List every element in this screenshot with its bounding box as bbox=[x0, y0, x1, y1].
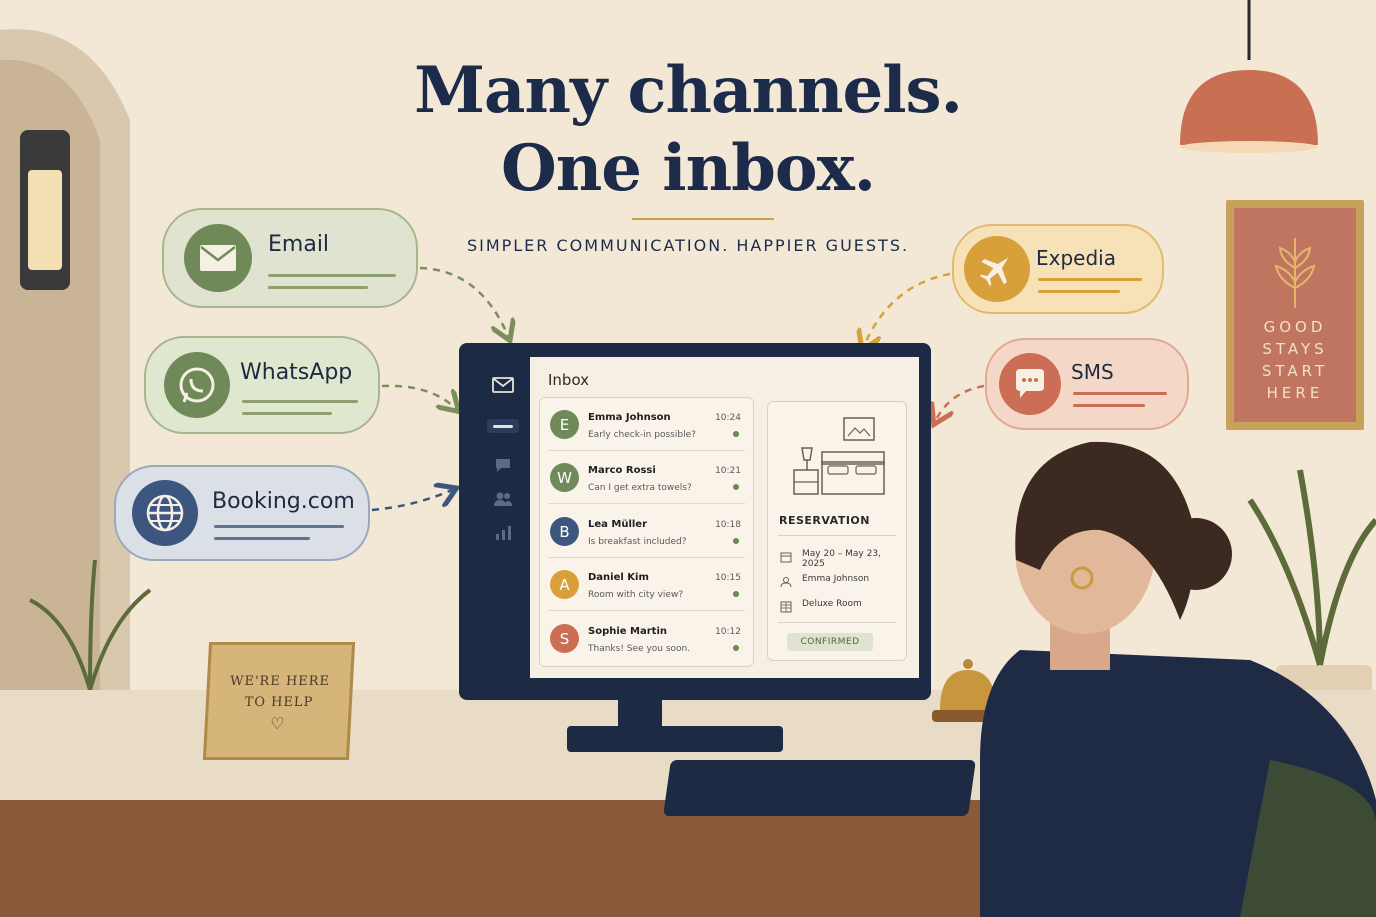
channel-line bbox=[242, 412, 332, 415]
stats-nav-icon[interactable] bbox=[475, 525, 530, 541]
app-sidebar bbox=[475, 357, 530, 678]
message-preview: Can I get extra towels? bbox=[588, 483, 692, 493]
wall-art-line1: GOOD bbox=[1263, 318, 1327, 336]
reservation-dates: May 20 – May 23, 2025 bbox=[802, 549, 881, 569]
room-icon bbox=[780, 598, 792, 613]
headline-divider bbox=[632, 218, 774, 220]
reservation-panel: RESERVATION May 20 – May 23, 2025 Emma J… bbox=[767, 401, 907, 661]
channel-label: Email bbox=[268, 232, 330, 257]
panel-divider bbox=[778, 535, 896, 536]
channel-label: Booking.com bbox=[212, 489, 355, 514]
message-list: E Emma Johnson Early check-in possible? … bbox=[539, 397, 754, 667]
channel-line bbox=[268, 286, 368, 289]
row-divider bbox=[548, 610, 745, 611]
monitor-base bbox=[567, 726, 783, 752]
channel-line bbox=[1073, 392, 1167, 395]
wall-art-frame: GOOD STAYS START HERE bbox=[1226, 200, 1364, 430]
channel-whatsapp: WhatsApp bbox=[144, 336, 380, 434]
message-preview: Thanks! See you soon. bbox=[588, 644, 691, 654]
headline: Many channels. One inbox. bbox=[0, 52, 1376, 208]
desk-sign-line2: TO HELP bbox=[244, 695, 314, 710]
avatar: W bbox=[550, 463, 579, 492]
message-preview: Early check-in possible? bbox=[588, 430, 696, 440]
bedroom-icon bbox=[793, 417, 885, 495]
unread-dot bbox=[733, 484, 739, 490]
message-row[interactable]: B Lea Müller Is breakfast included? 10:1… bbox=[540, 505, 753, 558]
message-preview: Room with city view? bbox=[588, 590, 684, 600]
reservation-room: Deluxe Room bbox=[802, 599, 862, 609]
reservation-heading: RESERVATION bbox=[779, 514, 870, 527]
sender-name: Lea Müller bbox=[588, 519, 648, 530]
channel-email: Email bbox=[162, 208, 418, 308]
avatar: S bbox=[550, 624, 579, 653]
reservation-guest: Emma Johnson bbox=[802, 574, 870, 584]
guests-nav-icon[interactable] bbox=[475, 491, 530, 507]
message-time: 10:12 bbox=[715, 627, 741, 637]
message-time: 10:24 bbox=[715, 413, 741, 423]
message-time: 10:15 bbox=[715, 573, 741, 583]
channel-label: Expedia bbox=[1036, 246, 1116, 270]
person-icon bbox=[780, 573, 792, 588]
heart-icon: ♡ bbox=[269, 714, 286, 733]
unread-dot bbox=[733, 645, 739, 651]
row-divider bbox=[548, 450, 745, 451]
chat-nav-icon[interactable] bbox=[475, 457, 530, 473]
calendar-icon bbox=[780, 548, 792, 563]
channel-label: WhatsApp bbox=[240, 360, 353, 385]
message-time: 10:18 bbox=[715, 520, 741, 530]
chat-bubble-icon bbox=[999, 353, 1061, 415]
channel-line bbox=[214, 525, 344, 528]
inbox-title: Inbox bbox=[548, 371, 590, 389]
desk-sign-line1: WE'RE HERE bbox=[229, 674, 331, 689]
status-badge: CONFIRMED bbox=[787, 633, 873, 651]
sender-name: Daniel Kim bbox=[588, 572, 649, 583]
message-time: 10:21 bbox=[715, 466, 741, 476]
airplane-icon bbox=[964, 236, 1030, 302]
wall-art-line2: STAYS bbox=[1262, 340, 1328, 358]
envelope-icon bbox=[184, 224, 252, 292]
row-divider bbox=[548, 557, 745, 558]
panel-divider bbox=[778, 622, 896, 623]
headline-line1: Many channels. bbox=[414, 53, 963, 128]
unread-dot bbox=[733, 591, 739, 597]
unread-dot bbox=[733, 431, 739, 437]
sender-name: Sophie Martin bbox=[588, 626, 667, 637]
headline-line2: One inbox. bbox=[501, 131, 876, 206]
receptionist-figure bbox=[980, 441, 1376, 917]
avatar: E bbox=[550, 410, 579, 439]
channel-line bbox=[242, 400, 358, 403]
wall-art-line3: START bbox=[1261, 362, 1329, 380]
mail-nav-icon[interactable] bbox=[475, 377, 530, 393]
sender-name: Marco Rossi bbox=[588, 465, 656, 476]
wheat-icon bbox=[1274, 238, 1316, 308]
channel-line bbox=[268, 274, 396, 277]
whatsapp-icon bbox=[164, 352, 230, 418]
globe-icon bbox=[132, 480, 198, 546]
channel-line bbox=[214, 537, 310, 540]
avatar: A bbox=[550, 570, 579, 599]
message-row[interactable]: E Emma Johnson Early check-in possible? … bbox=[540, 398, 753, 451]
message-row[interactable]: A Daniel Kim Room with city view? 10:15 bbox=[540, 558, 753, 611]
tagline: SIMPLER COMMUNICATION. HAPPIER GUESTS. bbox=[466, 236, 910, 255]
row-divider bbox=[548, 503, 745, 504]
message-preview: Is breakfast included? bbox=[588, 537, 687, 547]
channel-line bbox=[1038, 290, 1120, 293]
message-row[interactable]: W Marco Rossi Can I get extra towels? 10… bbox=[540, 451, 753, 504]
unread-dot bbox=[733, 538, 739, 544]
channel-sms: SMS bbox=[985, 338, 1189, 430]
avatar: B bbox=[550, 517, 579, 546]
message-row[interactable]: S Sophie Martin Thanks! See you soon. 10… bbox=[540, 612, 753, 665]
channel-booking: Booking.com bbox=[114, 465, 370, 561]
inbox-nav-icon[interactable] bbox=[475, 419, 530, 433]
channel-expedia: Expedia bbox=[952, 224, 1164, 314]
wall-art-line4: HERE bbox=[1266, 384, 1324, 402]
sender-name: Emma Johnson bbox=[588, 412, 671, 423]
channel-line bbox=[1073, 404, 1145, 407]
channel-label: SMS bbox=[1071, 360, 1114, 384]
desk-sign: WE'RE HERE TO HELP ♡ bbox=[202, 642, 356, 760]
channel-line bbox=[1038, 278, 1142, 281]
